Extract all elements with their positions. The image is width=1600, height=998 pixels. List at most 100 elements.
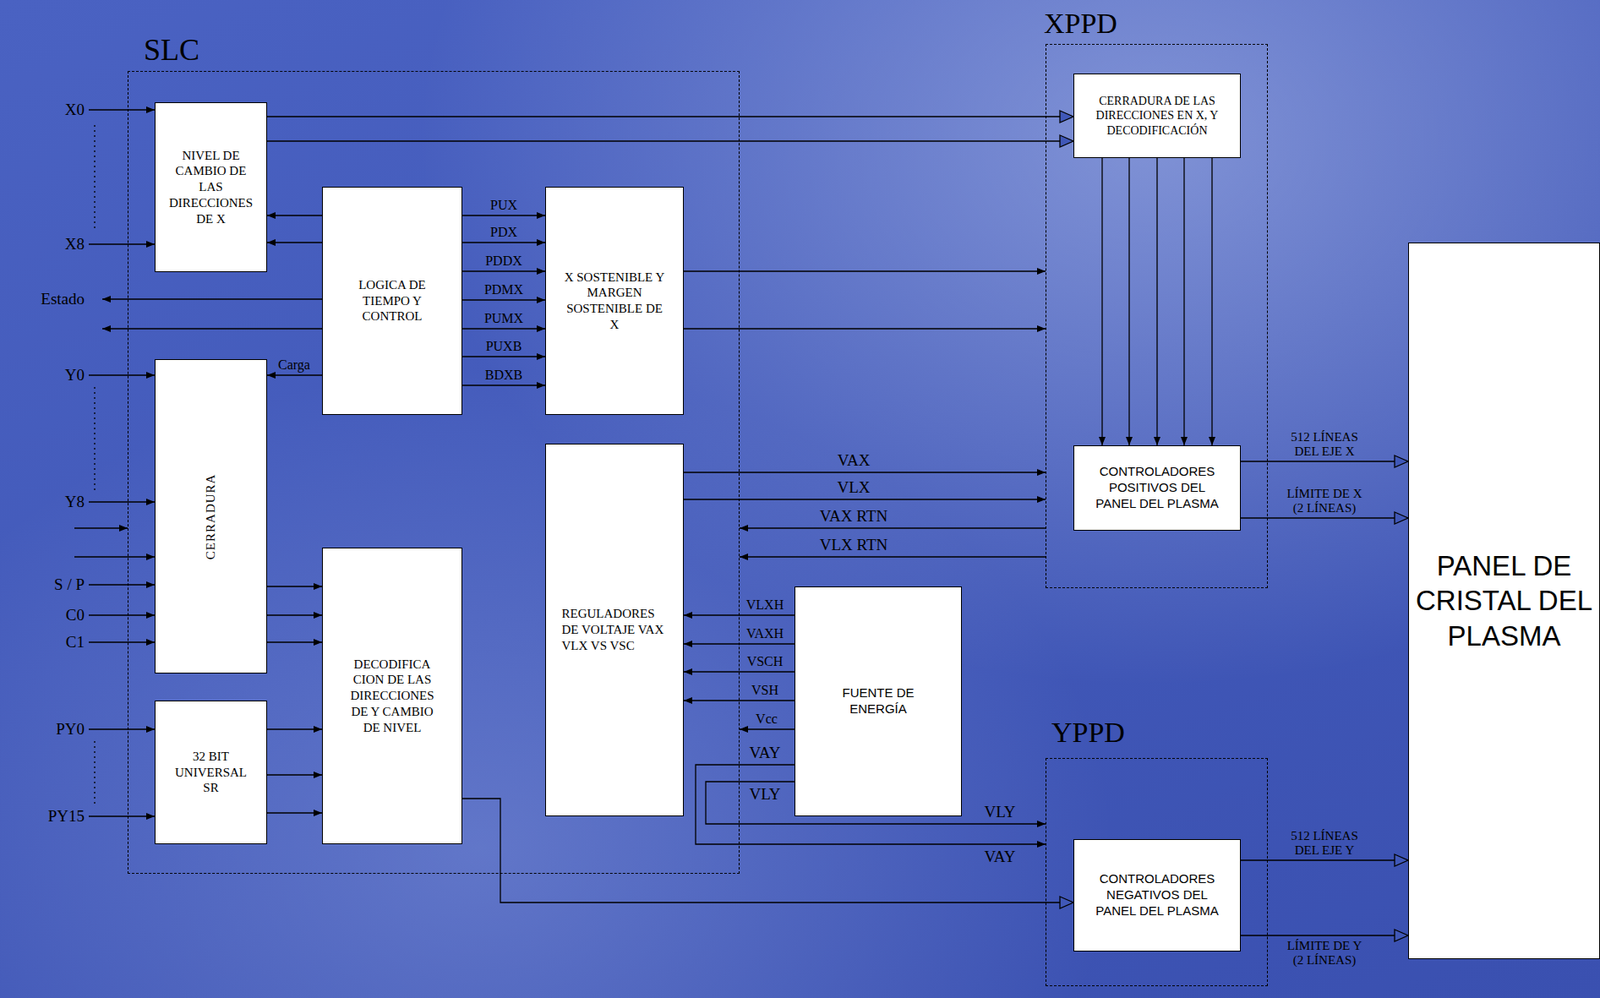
process-box: CONTROLADORES NEGATIVOS DEL PANEL DEL PL… (1073, 839, 1241, 952)
box-label: CERRADURA DE LAS DIRECCIONES EN X, Y DEC… (1093, 93, 1221, 139)
signal-label: PUXB (486, 338, 523, 355)
signal-label: VAX RTN (819, 507, 888, 526)
input-wire (88, 815, 155, 817)
process-box: X SOSTENIBLE Y MARGEN SOSTENIBLE DE X (545, 186, 684, 416)
signal-arrow (462, 355, 546, 357)
signal-arrow (1183, 158, 1185, 446)
signal-arrow (683, 498, 1046, 500)
input-wire (88, 728, 155, 730)
signal-label: VLX RTN (819, 535, 889, 555)
signal-arrow (462, 270, 546, 272)
input-wire (88, 614, 155, 616)
signal-label: 512 LÍNEAS DEL EJE Y (1282, 829, 1367, 859)
box-label: CONTROLADORES POSITIVOS DEL PANEL DEL PL… (1093, 464, 1221, 512)
box-label: DECODIFICA CION DE LAS DIRECCIONES DE Y … (344, 656, 440, 737)
bus-ellipsis (93, 125, 95, 230)
input-wire (88, 641, 155, 643)
signal-arrow (683, 270, 1046, 272)
box-label: FUENTE DE ENERGÍA (831, 685, 925, 718)
process-box: DECODIFICA CION DE LAS DIRECCIONES DE Y … (322, 547, 463, 845)
signal-arrow (1128, 158, 1130, 446)
input-wire (74, 556, 155, 557)
bus-arrow (267, 140, 1074, 142)
process-box: REGULADORES DE VOLTAJE VAX VLX VS VSC (545, 443, 684, 817)
process-box: CONTROLADORES POSITIVOS DEL PANEL DEL PL… (1073, 445, 1241, 531)
signal-label: VSH (751, 682, 779, 699)
signal-label: VAX (837, 451, 871, 470)
signal-label: VAY (984, 847, 1016, 867)
panel-box: PANEL DE CRISTAL DEL PLASMA (1408, 242, 1600, 960)
box-label: X SOSTENIBLE Y MARGEN SOSTENIBLE DE X (562, 269, 668, 334)
signal-label: PUX (490, 197, 518, 213)
input-wire (88, 501, 155, 503)
signal-arrow (267, 728, 323, 730)
signal-arrow (683, 327, 1046, 329)
group-title: YPPD (1051, 718, 1125, 748)
process-box: 32 BIT UNIVERSAL SR (154, 700, 268, 845)
bus-arrow (1240, 934, 1409, 936)
input-wire (88, 243, 155, 245)
bus-arrow (1240, 859, 1409, 861)
signal-label: PDDX (485, 253, 523, 269)
pin-label: Y8 (65, 492, 85, 512)
signal-label: BDXB (485, 367, 523, 383)
pin-label: VAY (749, 743, 781, 763)
signal-arrow (462, 241, 546, 243)
input-wire (88, 584, 155, 585)
signal-label: VLY (983, 802, 1016, 822)
box-label: LOGICA DE TIEMPO Y CONTROL (349, 277, 435, 325)
bus-arrow (1240, 460, 1409, 462)
signal-label: LÍMITE DE Y (2 LÍNEAS) (1282, 939, 1367, 969)
pin-label: VLY (748, 785, 781, 804)
box-label: 32 BIT UNIVERSAL SR (170, 748, 252, 797)
signal-label: VSCH (747, 654, 784, 670)
group-title: XPPD (1043, 9, 1118, 39)
signal-arrow (267, 812, 323, 814)
signal-arrow (267, 774, 323, 776)
bus-arrow (1240, 517, 1409, 519)
signal-arrow (267, 241, 323, 243)
group-title: SLC (143, 34, 200, 66)
pin-label: S / P (54, 575, 85, 595)
group-frame: XPPDCERRADURA DE LAS DIRECCIONES EN X, Y… (1045, 43, 1268, 589)
signal-arrow (462, 299, 546, 301)
pin-label: X0 (65, 100, 85, 120)
pin-label: Y0 (65, 365, 85, 385)
signal-arrow (267, 641, 323, 643)
signal-label: PDMX (484, 282, 524, 298)
signal-label: PDX (490, 224, 518, 241)
box-label: REGULADORES DE VOLTAJE VAX VLX VS VSC (562, 606, 668, 654)
bus-ellipsis (93, 741, 95, 805)
signal-arrow (267, 214, 323, 216)
signal-arrow (1211, 158, 1213, 446)
input-wire (88, 374, 155, 376)
signal-arrow (462, 214, 546, 216)
input-wire (88, 109, 155, 110)
signal-label: Vcc (755, 711, 778, 727)
box-label: PANEL DE CRISTAL DEL PLASMA (1413, 548, 1595, 654)
signal-arrow (1156, 158, 1158, 446)
signal-arrow (739, 728, 795, 730)
process-box: LOGICA DE TIEMPO Y CONTROL (322, 186, 463, 416)
pin-label: PY0 (55, 720, 85, 739)
process-box: CERRADURA DE LAS DIRECCIONES EN X, Y DEC… (1073, 73, 1241, 159)
signal-label: Carga (278, 357, 311, 373)
pin-label: X8 (65, 234, 85, 254)
signal-label: 512 LÍNEAS DEL EJE X (1282, 430, 1367, 460)
signal-arrow (1101, 158, 1103, 446)
signal-arrow (267, 585, 323, 587)
bus-arrow (267, 115, 1074, 117)
signal-arrow (462, 327, 546, 329)
output-wire (102, 298, 323, 300)
bus-ellipsis (93, 387, 95, 491)
signal-arrow (739, 556, 1046, 557)
pin-label: C0 (65, 606, 85, 625)
process-box: FUENTE DE ENERGÍA (794, 586, 962, 817)
pin-label: Estado (40, 289, 85, 309)
signal-arrow (267, 374, 323, 376)
signal-arrow (683, 471, 1046, 473)
signal-label: PUMX (484, 311, 524, 327)
signal-arrow (462, 384, 546, 386)
signal-label: VLXH (746, 597, 784, 613)
